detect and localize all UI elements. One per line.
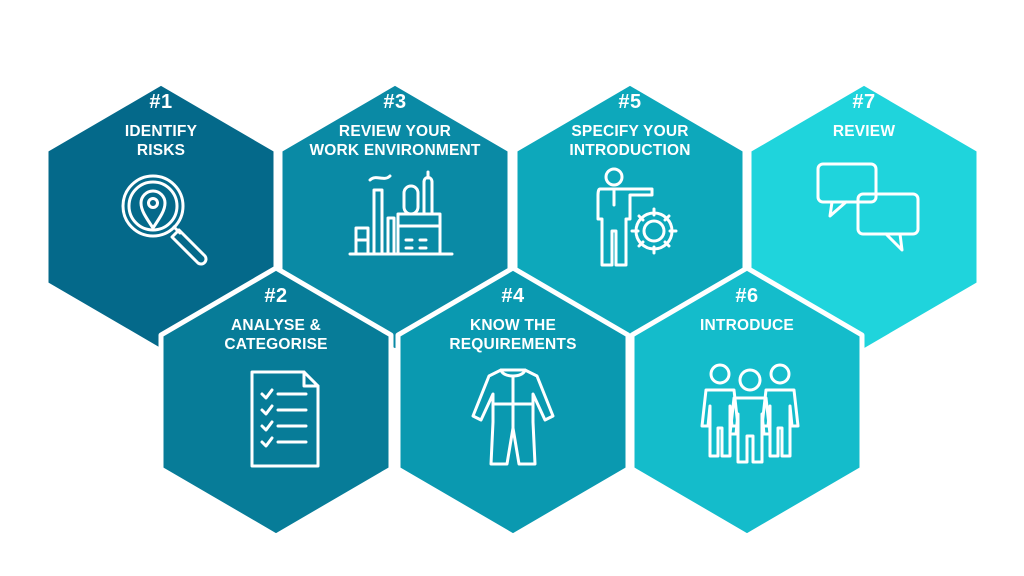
hex-step-6 (629, 265, 865, 539)
speech-bubbles-icon (808, 160, 928, 270)
hex-step-2 (158, 265, 394, 539)
checklist-document-icon (226, 366, 346, 476)
presenter-gear-icon (578, 165, 698, 275)
team-group-icon (690, 356, 810, 466)
factory-icon (340, 168, 460, 278)
magnifier-location-icon (101, 168, 221, 278)
coverall-suit-icon (453, 364, 573, 474)
